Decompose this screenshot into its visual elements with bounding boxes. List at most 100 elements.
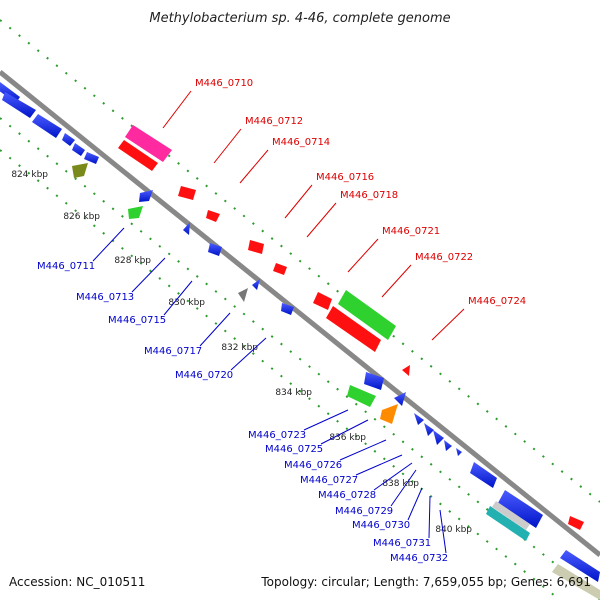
gene-features[interactable]: [0, 82, 600, 600]
gene-label-link[interactable]: M446_0727: [300, 475, 358, 486]
leader-line: [284, 184, 313, 219]
gene-feature[interactable]: [498, 490, 543, 528]
kbp-tick-label: 840 kbp: [435, 525, 472, 535]
gene-feature[interactable]: [560, 550, 600, 582]
gene-feature[interactable]: [238, 288, 248, 302]
gene-feature[interactable]: [183, 222, 190, 235]
kbp-tick-label: 838 kbp: [382, 479, 419, 489]
gene-feature[interactable]: [72, 163, 88, 178]
gene-feature[interactable]: [394, 392, 406, 406]
reverse-gene-labels[interactable]: M446_0711M446_0713M446_0715M446_0717M446…: [37, 227, 448, 564]
gene-label-link[interactable]: M446_0717: [144, 346, 202, 357]
gene-feature[interactable]: [568, 516, 584, 530]
leader-line: [373, 462, 413, 491]
genome-backbone: [0, 70, 600, 557]
gene-feature-m446-0722b[interactable]: [326, 306, 381, 352]
leader-line: [230, 337, 267, 371]
gene-label-link[interactable]: M446_0730: [352, 520, 410, 531]
leader-line: [163, 280, 193, 316]
kbp-tick-label: 824 kbp: [11, 170, 48, 180]
gene-feature[interactable]: [364, 372, 384, 390]
leader-line: [381, 264, 412, 298]
gene-feature-m446-0716[interactable]: [248, 240, 264, 254]
gene-feature[interactable]: [456, 448, 462, 456]
kbp-tick-label: 830 kbp: [168, 298, 205, 308]
gene-feature[interactable]: [414, 413, 424, 425]
leader-line: [428, 495, 431, 539]
gene-feature-m446-0714[interactable]: [206, 210, 220, 222]
kbp-tick-label: 836 kbp: [329, 433, 366, 443]
gene-label-link[interactable]: M446_0716: [316, 172, 374, 183]
gene-label-link[interactable]: M446_0726: [284, 460, 342, 471]
gene-feature-m446-0724[interactable]: [402, 365, 410, 376]
gene-feature[interactable]: [118, 140, 158, 171]
kbp-tick-label: 834 kbp: [275, 388, 312, 398]
gene-label-link[interactable]: M446_0722: [415, 252, 473, 263]
leader-line: [431, 308, 465, 341]
leader-line: [407, 487, 423, 521]
gene-feature[interactable]: [62, 133, 75, 146]
leader-line: [355, 454, 403, 476]
outer-forward-track: [0, 19, 600, 503]
gene-feature[interactable]: [128, 206, 143, 219]
gene-feature[interactable]: [208, 243, 222, 256]
gene-label-link[interactable]: M446_0724: [468, 296, 526, 307]
dotted-tracks: [0, 19, 600, 600]
summary-text: Topology: circular; Length: 7,659,055 bp…: [260, 575, 591, 589]
gene-label-link[interactable]: M446_0710: [195, 78, 253, 89]
leader-line: [199, 312, 231, 347]
gene-feature[interactable]: [552, 564, 600, 600]
gene-label-link[interactable]: M446_0731: [373, 538, 431, 549]
gene-feature-m446-0712[interactable]: [178, 186, 196, 200]
gene-label-link[interactable]: M446_0718: [340, 190, 398, 201]
gene-label-link[interactable]: M446_0729: [335, 506, 393, 517]
leader-line: [306, 202, 337, 238]
kbp-tick-label: 826 kbp: [63, 212, 100, 222]
leader-line: [320, 419, 369, 445]
forward-gene-labels[interactable]: M446_0710M446_0712M446_0714M446_0716M446…: [162, 78, 526, 341]
leader-line: [162, 90, 192, 129]
gene-label-link[interactable]: M446_0715: [108, 315, 166, 326]
gene-label-link[interactable]: M446_0732: [390, 553, 448, 564]
gene-label-link[interactable]: M446_0720: [175, 370, 233, 381]
gene-label-link[interactable]: M446_0711: [37, 261, 95, 272]
gene-label-link[interactable]: M446_0721: [382, 226, 440, 237]
gene-feature[interactable]: [72, 143, 85, 156]
gene-feature[interactable]: [0, 82, 20, 103]
gene-feature-m446-0723[interactable]: [347, 385, 376, 407]
gene-feature[interactable]: [470, 462, 497, 488]
gene-feature[interactable]: [32, 114, 62, 138]
leader-line: [390, 469, 417, 507]
gene-label-link[interactable]: M446_0725: [265, 444, 323, 455]
genome-title: Methylobacterium sp. 4-46, complete geno…: [149, 11, 450, 26]
gene-feature[interactable]: [84, 152, 99, 164]
gene-feature-m446-0710[interactable]: [125, 125, 172, 162]
gene-label-link[interactable]: M446_0723: [248, 430, 306, 441]
leader-line: [92, 227, 125, 262]
gene-feature[interactable]: [2, 92, 36, 118]
gene-label-link[interactable]: M446_0712: [245, 116, 303, 127]
gene-feature[interactable]: [486, 506, 530, 541]
gene-feature[interactable]: [444, 440, 452, 451]
leader-line: [347, 238, 379, 273]
gene-feature-m446-0721[interactable]: [313, 292, 332, 310]
gene-feature[interactable]: [281, 303, 294, 315]
gene-feature[interactable]: [433, 430, 444, 445]
leader-line: [439, 509, 447, 554]
gene-label-link[interactable]: M446_0714: [272, 137, 330, 148]
gene-feature[interactable]: [139, 190, 153, 202]
gene-feature-m446-0725[interactable]: [380, 404, 398, 424]
gene-feature[interactable]: [252, 279, 260, 290]
gene-feature[interactable]: [424, 423, 434, 436]
gene-feature-m446-0722[interactable]: [338, 290, 396, 340]
leader-line: [131, 257, 166, 293]
gene-label-link[interactable]: M446_0728: [318, 490, 376, 501]
leader-line: [239, 149, 269, 184]
gene-feature[interactable]: [492, 501, 530, 530]
leader-line: [213, 128, 242, 164]
gene-label-link[interactable]: M446_0713: [76, 292, 134, 303]
gene-feature-m446-0718[interactable]: [273, 263, 287, 275]
